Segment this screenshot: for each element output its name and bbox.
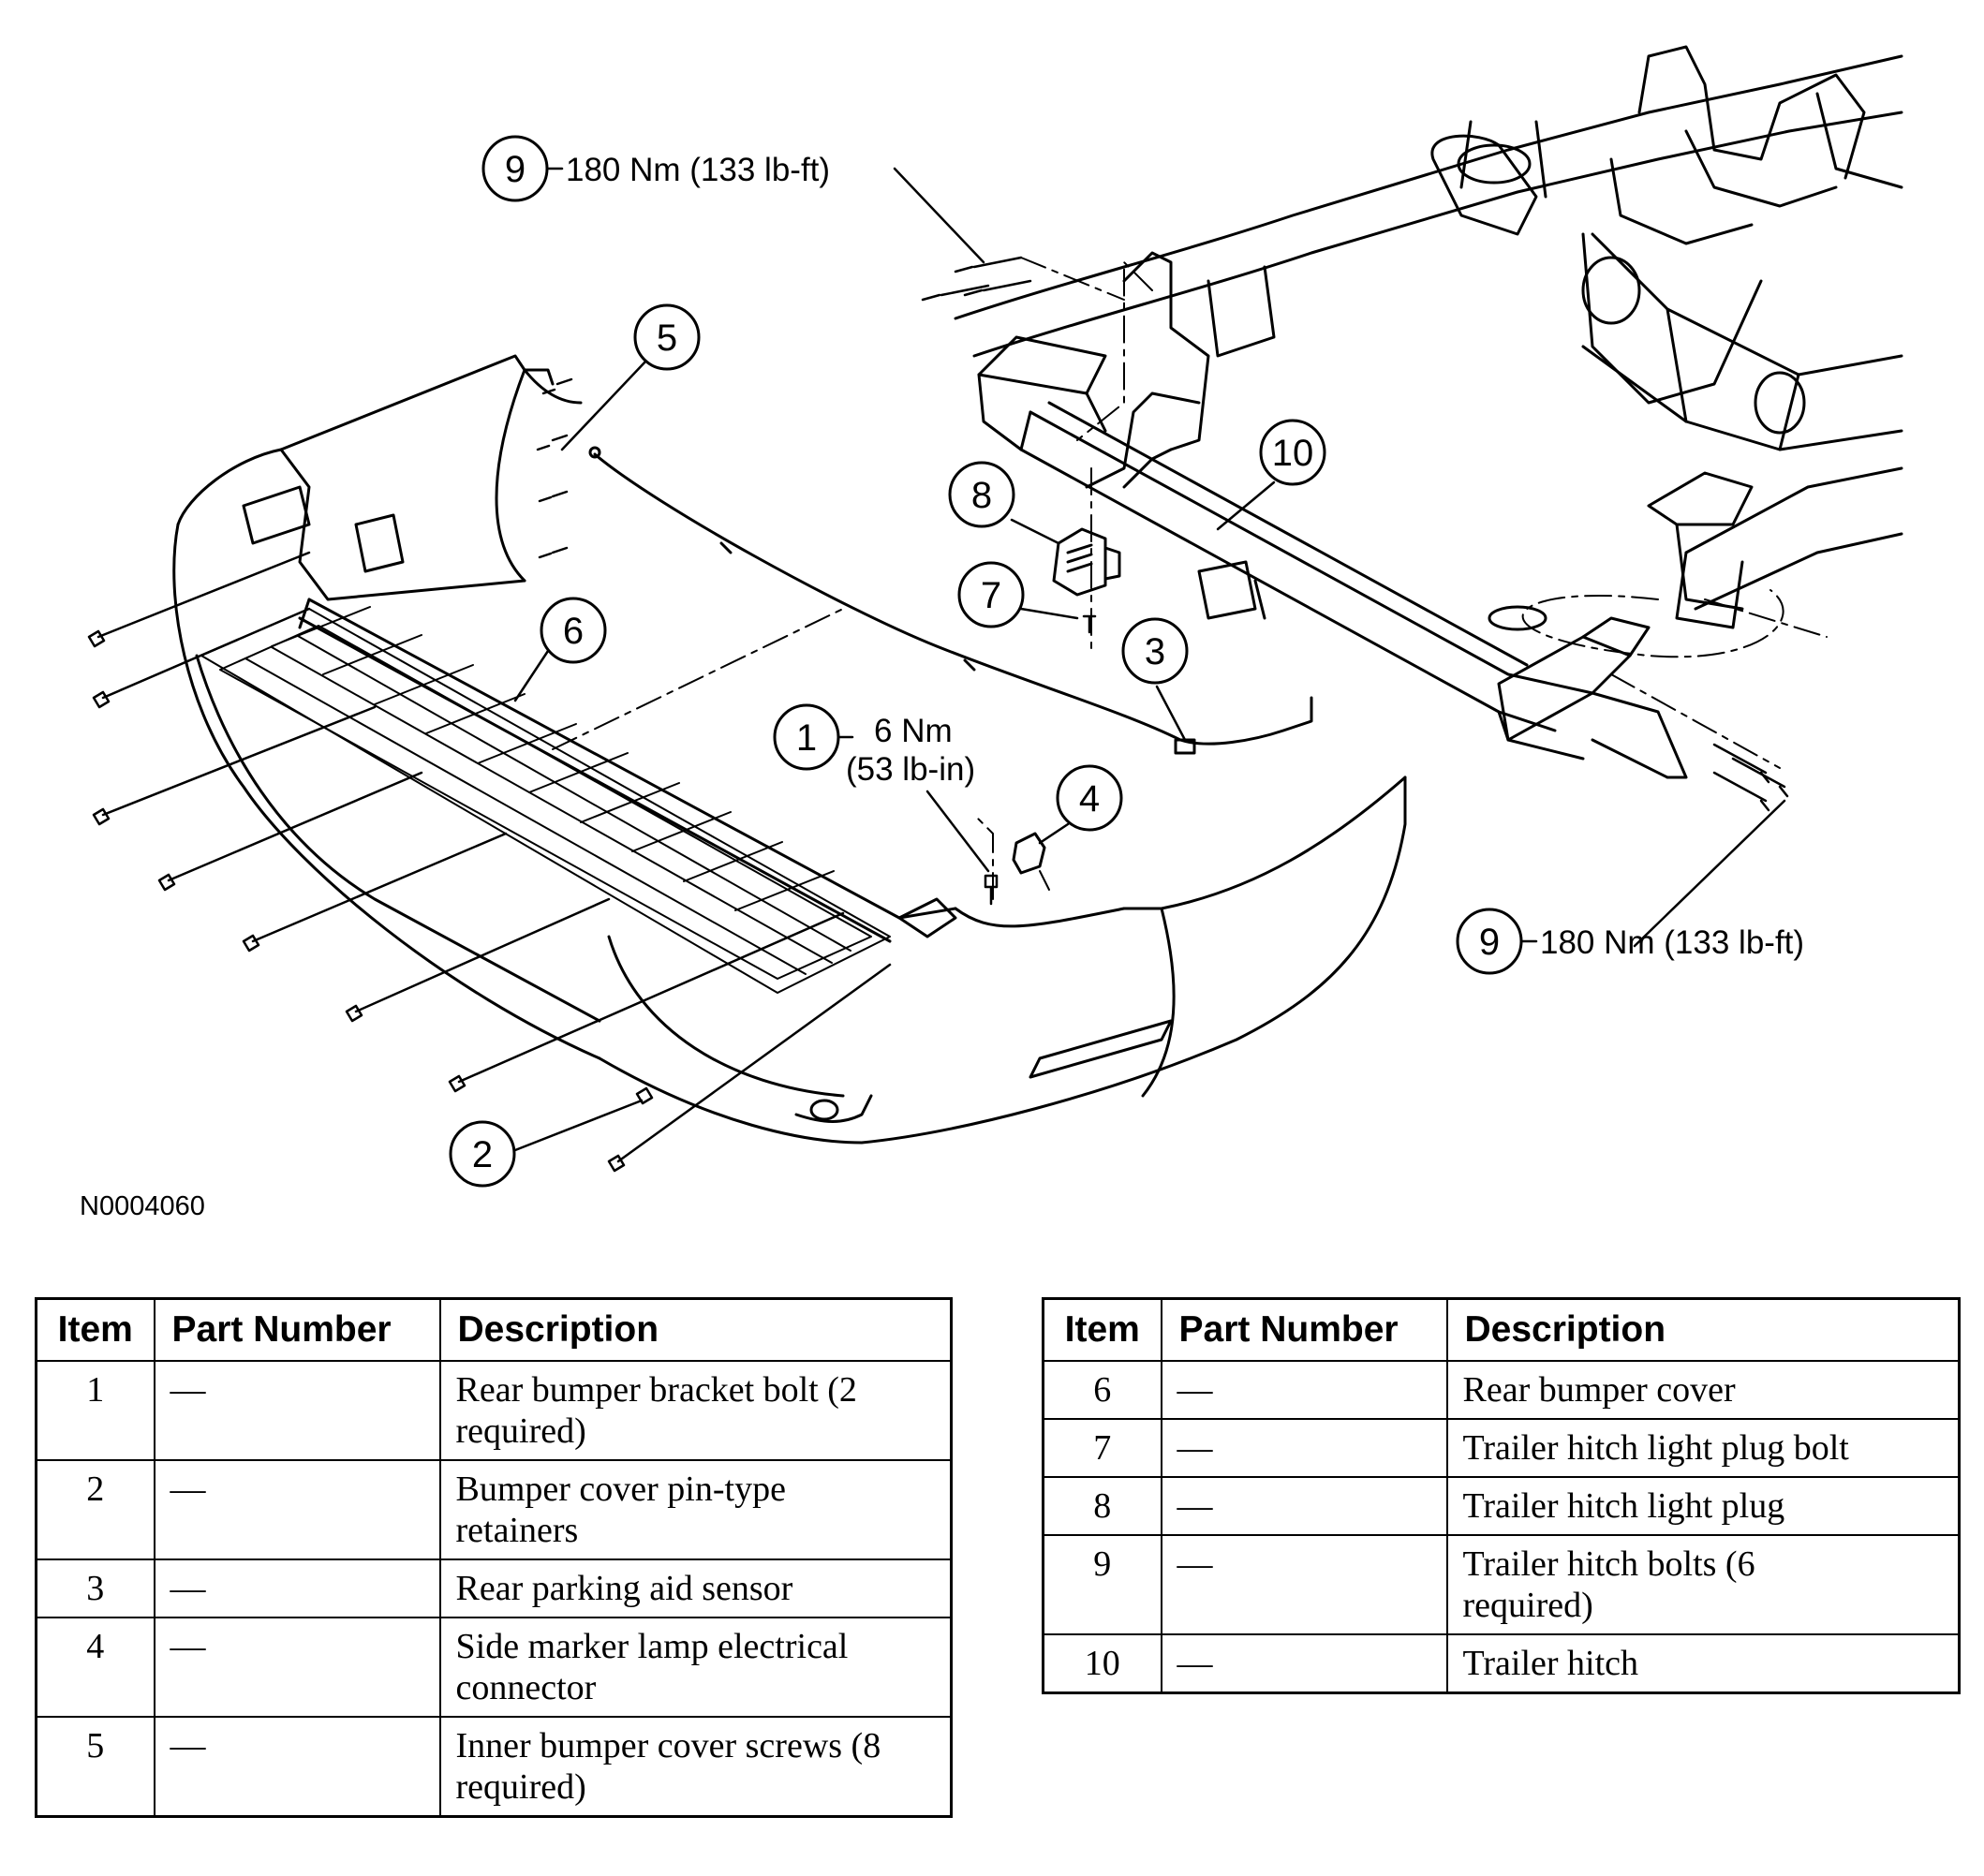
part-number-cell: — — [153, 1716, 441, 1818]
callout-1-number: 1 — [796, 717, 817, 759]
callout-3-number: 3 — [1145, 631, 1165, 672]
part-number-cell: — — [153, 1617, 441, 1718]
callout-2-circle — [449, 1120, 516, 1188]
parts-table-left: Item Part Number Description 1 — Rear bu… — [35, 1297, 953, 1818]
callout-6-number: 6 — [563, 611, 584, 652]
vehicle-frame — [954, 45, 1903, 629]
header-item: Item — [35, 1297, 155, 1362]
item-cell: 4 — [35, 1617, 155, 1718]
callout-2-number: 2 — [472, 1134, 493, 1175]
trailer-hitch — [977, 335, 1688, 779]
part-number-cell: — — [1160, 1418, 1448, 1478]
item-cell: 7 — [1042, 1418, 1162, 1478]
header-part-number: Part Number — [153, 1297, 441, 1362]
trailer-hitch-light-plug — [1052, 527, 1121, 597]
rear-bumper-cover — [172, 354, 1407, 1145]
header-description: Description — [438, 1297, 953, 1362]
exploded-view-diagram: 9 5 10 8 7 6 3 1 4 9 2 180 Nm (133 lb-ft… — [80, 45, 1903, 1221]
item-cell: 9 — [1042, 1534, 1162, 1635]
callout-4-number: 4 — [1079, 778, 1100, 820]
table-header-row: Item Part Number Description — [35, 1297, 953, 1362]
item-cell: 6 — [1042, 1360, 1162, 1420]
callout-8-number: 8 — [971, 475, 992, 516]
callout-9-lower-number: 9 — [1479, 922, 1500, 963]
torque-label-9-lower: 180 Nm (133 lb-ft) — [1540, 924, 1804, 961]
part-number-cell: — — [153, 1360, 441, 1461]
item-cell: 2 — [35, 1459, 155, 1560]
header-part-number: Part Number — [1160, 1297, 1448, 1362]
side-marker-connector — [1012, 832, 1046, 875]
description-cell: Rear parking aid sensor — [438, 1558, 953, 1618]
item-cell: 1 — [35, 1360, 155, 1461]
part-number-cell: — — [153, 1558, 441, 1618]
fasteners — [87, 256, 1789, 1173]
item-cell: 3 — [35, 1558, 155, 1618]
description-cell: Trailer hitch light plug — [1445, 1476, 1961, 1536]
table-row: 7 — Trailer hitch light plug bolt — [1042, 1418, 1961, 1478]
callout-4-circle — [1056, 764, 1123, 832]
bumper-step-pad — [200, 606, 891, 994]
leader-lines — [96, 167, 1786, 1163]
part-number-cell: — — [1160, 1633, 1448, 1694]
callout-8-circle — [948, 461, 1015, 528]
callout-7-number: 7 — [981, 575, 1001, 616]
callout-5-circle — [633, 303, 701, 371]
callout-7-circle — [957, 561, 1025, 628]
part-number-cell: — — [1160, 1534, 1448, 1635]
callout-10-circle — [1259, 419, 1326, 486]
torque-label-1-line2: (53 lb-in) — [846, 751, 975, 788]
table-header-row: Item Part Number Description — [1042, 1297, 1961, 1362]
callout-circles — [449, 135, 1523, 1188]
part-number-cell: — — [1160, 1476, 1448, 1536]
item-cell: 10 — [1042, 1633, 1162, 1694]
part-number-cell: — — [1160, 1360, 1448, 1420]
item-cell: 8 — [1042, 1476, 1162, 1536]
table-row: 3 — Rear parking aid sensor — [35, 1558, 953, 1618]
figure-id: N0004060 — [80, 1191, 205, 1221]
callout-9-upper-number: 9 — [505, 149, 526, 190]
torque-label-9-upper: 180 Nm (133 lb-ft) — [566, 152, 830, 188]
description-cell: Rear bumper cover — [1445, 1360, 1961, 1420]
callout-3-circle — [1121, 617, 1189, 685]
table-row: 10 — Trailer hitch — [1042, 1633, 1961, 1694]
table-row: 8 — Trailer hitch light plug — [1042, 1476, 1961, 1536]
torque-label-1-line1: 6 Nm — [874, 713, 953, 749]
header-description: Description — [1445, 1297, 1961, 1362]
parking-aid-sensor-harness — [588, 446, 1313, 755]
callout-10-number: 10 — [1272, 433, 1314, 474]
header-item: Item — [1042, 1297, 1162, 1362]
part-number-cell: — — [153, 1459, 441, 1560]
callout-6-circle — [540, 597, 607, 664]
item-cell: 5 — [35, 1716, 155, 1818]
callout-5-number: 5 — [657, 318, 677, 359]
description-cell: Trailer hitch — [1445, 1633, 1961, 1694]
description-cell: Trailer hitch light plug bolt — [1445, 1418, 1961, 1478]
table-row: 6 — Rear bumper cover — [1042, 1360, 1961, 1420]
alignment-lines — [552, 257, 1828, 900]
parts-table-right: Item Part Number Description 6 — Rear bu… — [1042, 1297, 1961, 1694]
